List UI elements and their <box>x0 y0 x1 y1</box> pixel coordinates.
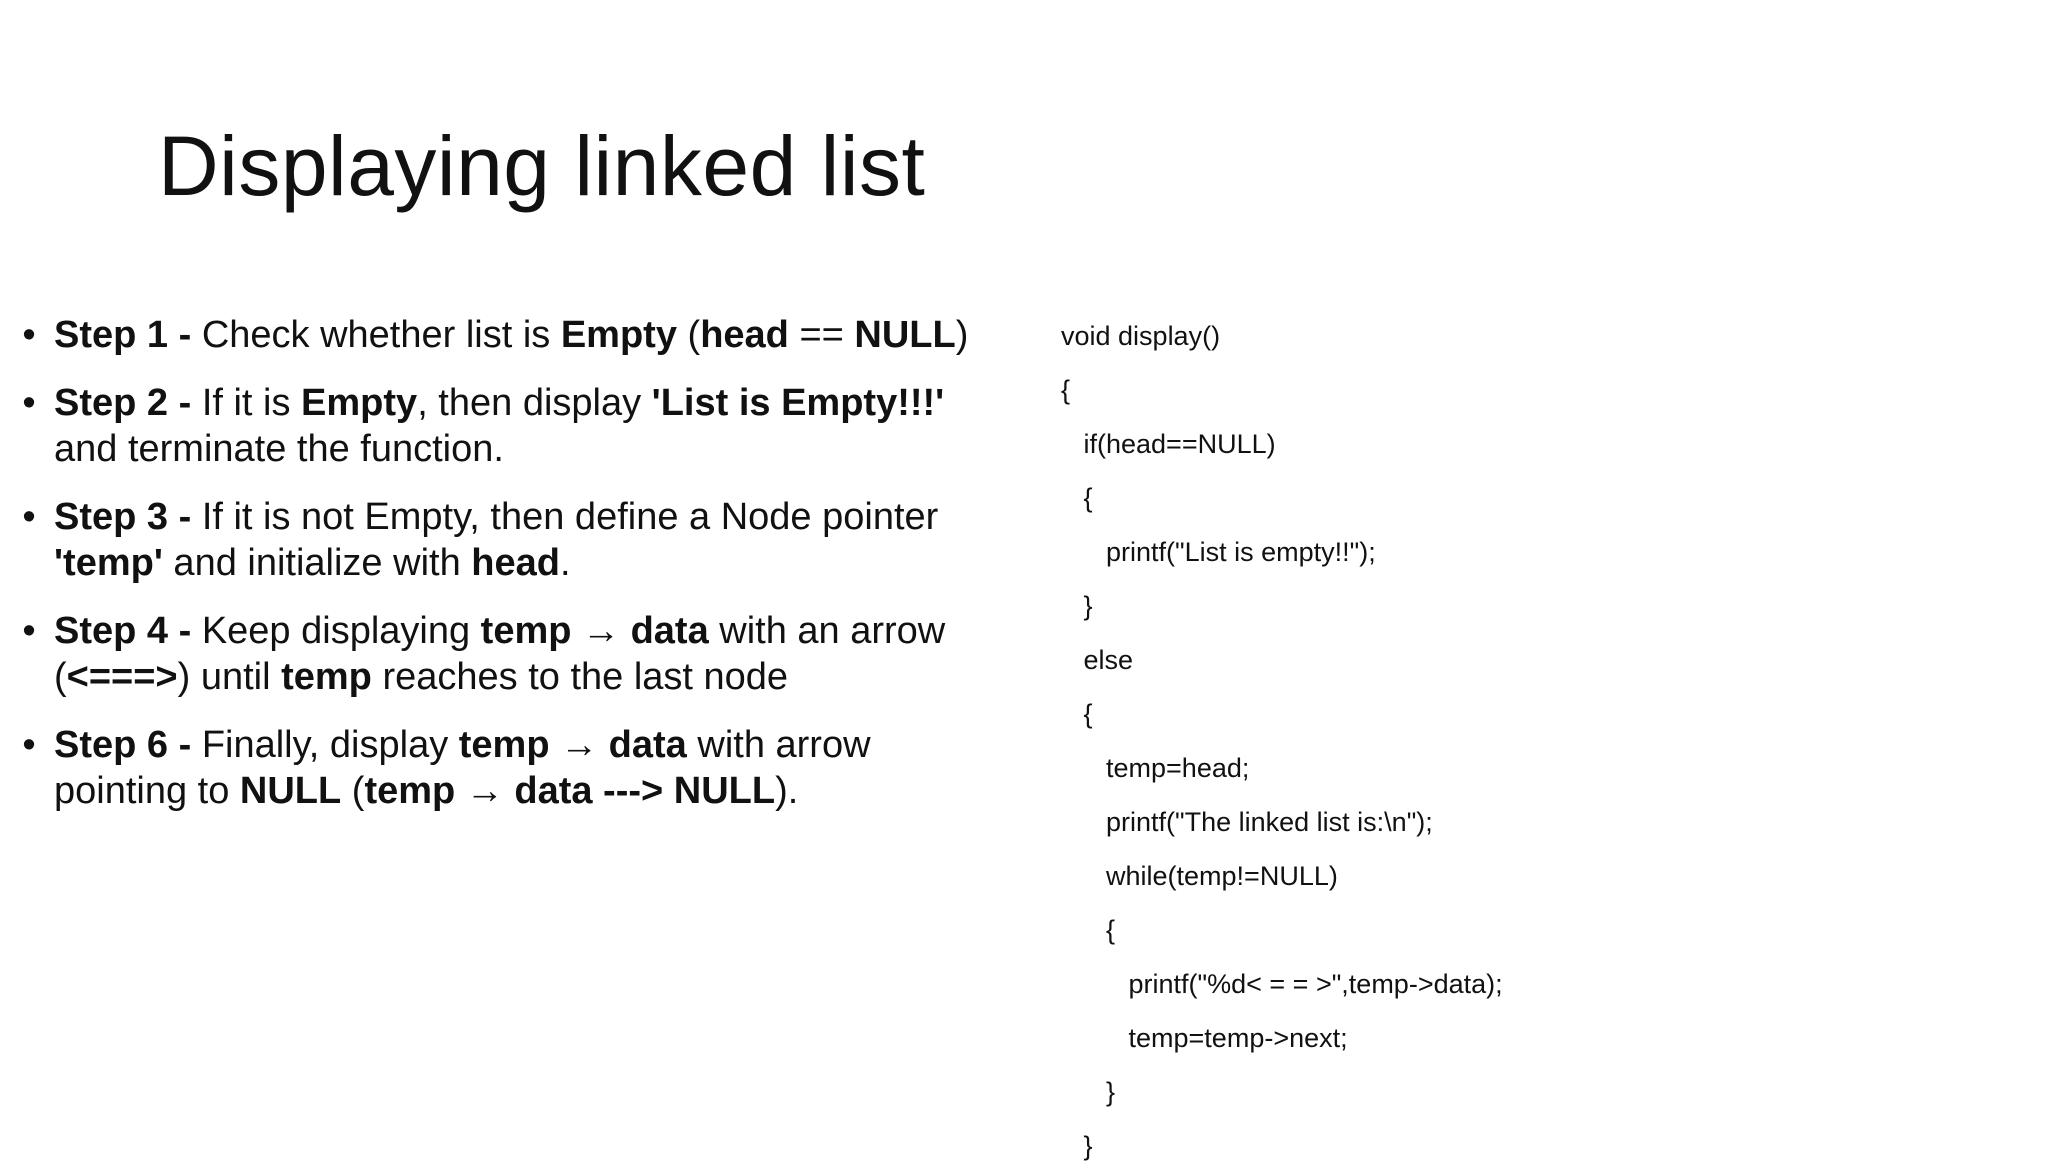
step-text: ) <box>955 314 969 356</box>
code-block: void display() { if(head==NULL) { printf(… <box>1061 309 1821 1173</box>
code-line: { <box>1061 699 1093 729</box>
step-text: Finally, display <box>201 724 459 766</box>
slide-title: Displaying linked list <box>158 119 926 213</box>
step-bold-text: Empty <box>560 314 677 356</box>
step-text: ) until <box>177 656 282 698</box>
step-text: Keep displaying <box>201 610 481 652</box>
step-bold-text: 'List is Empty!!!' <box>651 382 945 424</box>
step-text: and initialize with <box>162 542 472 584</box>
step-item: • Step 6 - Finally, display temp → data w… <box>14 722 974 814</box>
code-line: { <box>1061 375 1071 405</box>
code-line: else <box>1061 645 1134 675</box>
step-bold-text: temp <box>281 656 372 698</box>
steps-list: •Step 1 - Check whether list is Empty (h… <box>14 312 974 836</box>
step-text: ). <box>775 770 799 812</box>
step-bold-text: NULL <box>854 314 956 356</box>
code-line: printf("List is empty!!"); <box>1061 537 1376 567</box>
step-bold-text: Step 4 - <box>54 610 202 652</box>
code-line: { <box>1061 483 1093 513</box>
step-bold-text: Step 1 - <box>54 314 202 356</box>
step-bold-text: NULL <box>239 770 342 812</box>
step-text: ( <box>676 314 701 356</box>
step-text: If it is <box>201 382 302 424</box>
bullet-dot-icon: • <box>22 314 36 356</box>
step-bold-text: Step 2 - <box>54 382 202 424</box>
step-bold-text: <===> <box>66 656 178 698</box>
step-text: . <box>559 542 571 584</box>
step-bold-text: head <box>471 542 560 584</box>
code-line: printf("The linked list is:\n"); <box>1061 807 1433 837</box>
step-bold-text: 'temp' <box>54 542 163 584</box>
code-line: } <box>1061 1131 1093 1161</box>
step-text: If it is not Empty, then define a Node p… <box>201 496 939 538</box>
code-line: { <box>1061 915 1116 945</box>
step-bold-text: Step 3 - <box>54 496 202 538</box>
step-item: • Step 1 - Check whether list is Empty (h… <box>14 312 974 358</box>
bullet-dot-icon: • <box>22 610 36 652</box>
code-line: } <box>1061 1077 1116 1107</box>
bullet-dot-icon: • <box>22 382 36 424</box>
step-bold-text: head <box>700 314 789 356</box>
step-bold-text: temp → data <box>480 610 709 652</box>
step-text: and terminate the function. <box>54 428 504 470</box>
code-line: printf("%d< = = >",temp->data); <box>1061 969 1503 999</box>
step-text: == <box>788 314 855 356</box>
code-line: void display() <box>1061 321 1221 351</box>
step-item: • Step 4 - Keep displaying temp → data wi… <box>14 608 974 700</box>
step-bold-text: temp → data <box>458 724 687 766</box>
step-item: • Step 2 - If it is Empty, then display '… <box>14 380 974 472</box>
step-text: with an arrow ( <box>54 610 946 698</box>
code-line: if(head==NULL) <box>1061 429 1276 459</box>
code-line: temp=temp->next; <box>1061 1023 1348 1053</box>
bullet-dot-icon: • <box>22 496 36 538</box>
step-item: • Step 3 - If it is not Empty, then defin… <box>14 494 974 586</box>
step-text: reaches to the last node <box>371 656 789 698</box>
step-text: , then display <box>417 382 652 424</box>
code-line: temp=head; <box>1061 753 1250 783</box>
code-line: while(temp!=NULL) <box>1061 861 1338 891</box>
step-bold-text: Empty <box>301 382 418 424</box>
step-bold-text: Step 6 - <box>54 724 202 766</box>
bullet-dot-icon: • <box>22 724 36 766</box>
step-text: Check whether list is <box>201 314 561 356</box>
step-bold-text: temp → data ---> NULL <box>364 770 776 812</box>
step-text: with arrow pointing to <box>54 724 871 812</box>
code-line: } <box>1061 591 1093 621</box>
step-text: ( <box>341 770 365 812</box>
